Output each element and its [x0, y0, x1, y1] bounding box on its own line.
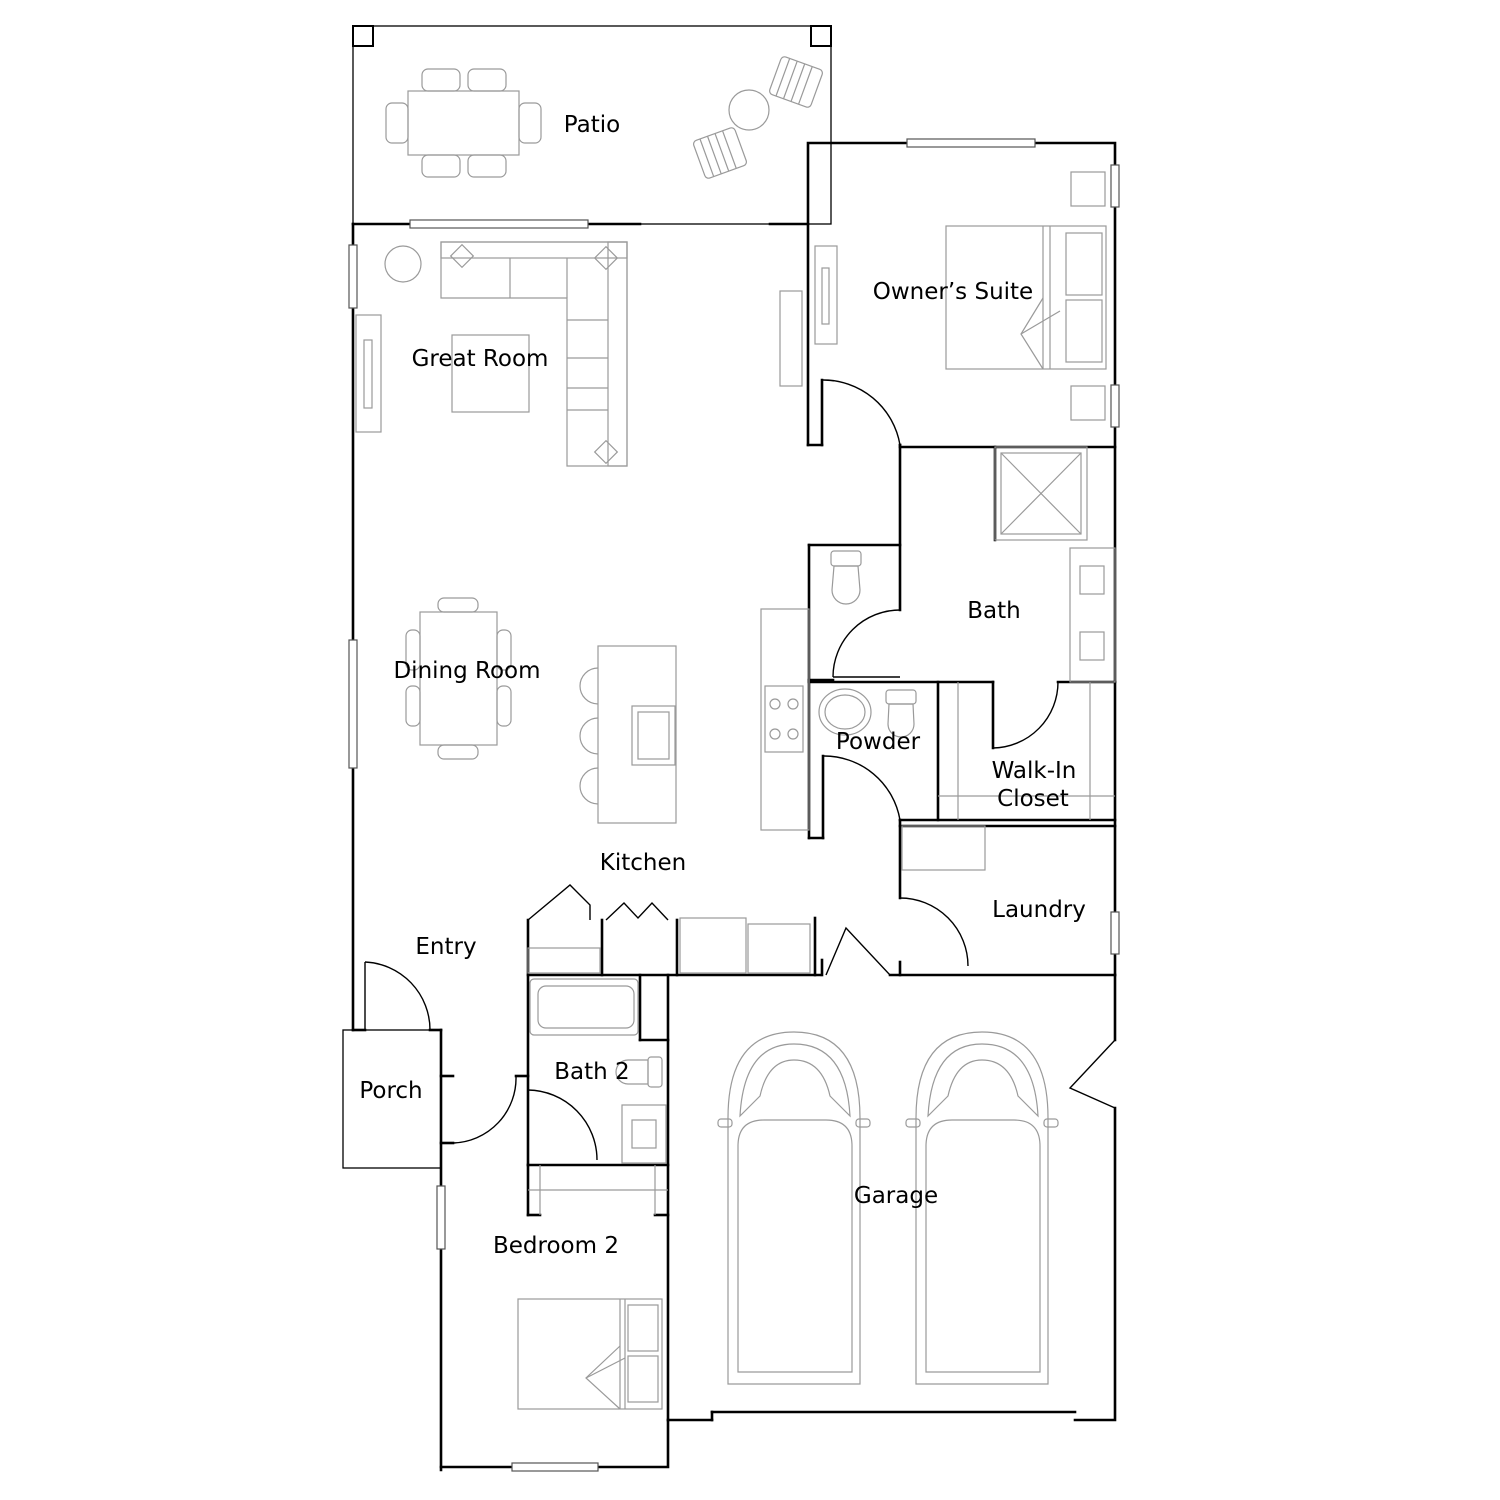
label-porch: Porch — [359, 1078, 422, 1104]
label-owners-suite: Owner’s Suite — [873, 279, 1033, 305]
bathtub-icon — [529, 978, 639, 1036]
owners-bed-icon — [945, 171, 1107, 421]
kitchen-island-icon — [579, 645, 677, 824]
windows — [348, 138, 1120, 1472]
room-labels: Patio Owner’s Suite Great Room Bath Dini… — [359, 112, 1086, 1259]
tv-console-icon — [779, 290, 803, 387]
dining-set-icon — [405, 597, 512, 760]
vanity-icon — [1069, 547, 1116, 683]
label-closet: Closet — [997, 786, 1069, 812]
suite-tv-icon — [814, 245, 838, 345]
kitchen-counter-icon — [760, 608, 810, 831]
fireplace-icon — [355, 314, 382, 433]
label-laundry: Laundry — [992, 897, 1086, 923]
garage-car-left-icon — [717, 1031, 871, 1385]
powder-fixtures-icon — [818, 688, 917, 738]
bedroom2-closet-icon — [528, 1165, 668, 1215]
label-bath-2: Bath 2 — [554, 1059, 629, 1085]
doors — [364, 379, 1116, 1161]
closet-shelving-icon — [938, 682, 1115, 820]
shower-icon — [994, 446, 1088, 541]
label-patio: Patio — [564, 112, 620, 138]
laundry-machines-icon — [901, 825, 986, 871]
kitchen-storage-icon — [527, 917, 811, 974]
garage-car-right-icon — [905, 1031, 1059, 1385]
label-bedroom-2: Bedroom 2 — [493, 1233, 619, 1259]
coffee-table-icon — [451, 334, 530, 413]
patio-table-icon — [385, 68, 542, 178]
label-kitchen: Kitchen — [600, 850, 686, 876]
patio-lounge-chairs-icon — [693, 56, 823, 179]
bath2-vanity-icon — [621, 1104, 667, 1164]
bath2-toilet-icon — [615, 1056, 663, 1088]
toilet-icon — [830, 550, 862, 605]
great-room-furniture — [355, 241, 803, 467]
label-dining-room: Dining Room — [393, 658, 540, 684]
bedroom2-bed-icon — [517, 1298, 663, 1410]
label-entry: Entry — [415, 934, 476, 960]
label-walk-in: Walk-In — [992, 758, 1077, 784]
label-garage: Garage — [854, 1183, 938, 1209]
label-powder: Powder — [836, 729, 921, 755]
sectional-sofa-icon — [440, 241, 628, 467]
side-table-icon — [384, 245, 422, 283]
label-bath: Bath — [967, 598, 1020, 624]
label-great-room: Great Room — [412, 346, 549, 372]
